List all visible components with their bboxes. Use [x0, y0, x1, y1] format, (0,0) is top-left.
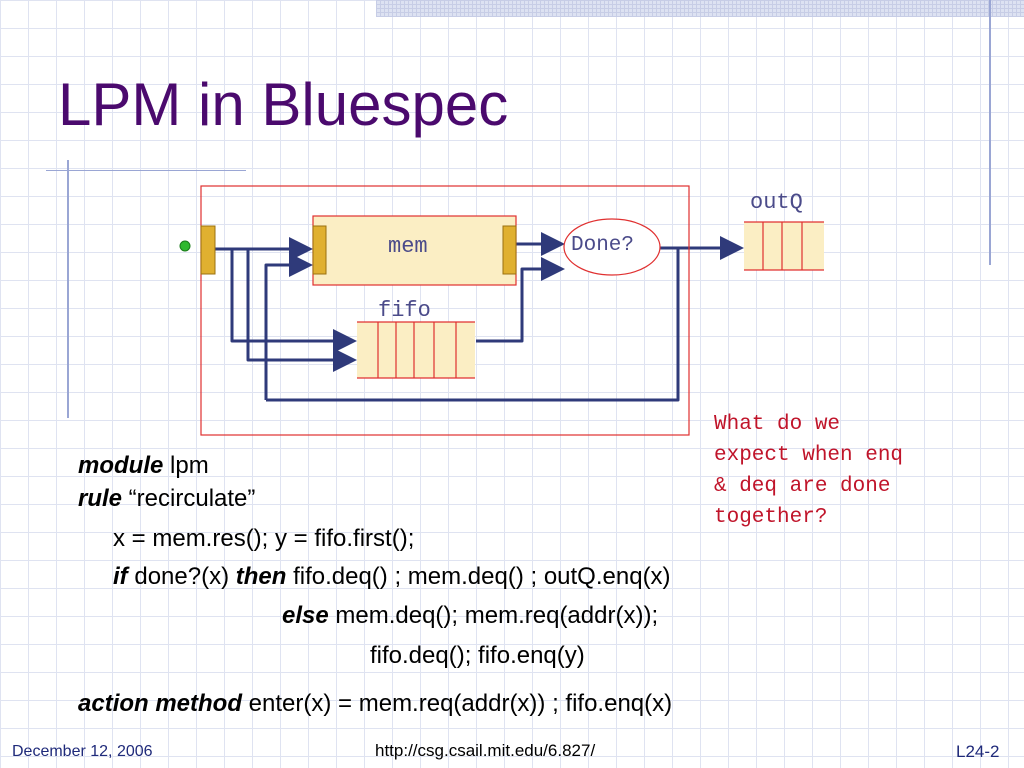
recirculate-to-mem-arrow — [246, 249, 357, 372]
input-indicator-dot — [179, 240, 191, 252]
keyword-else: else — [282, 602, 329, 629]
code-line-module: module lpm — [78, 452, 209, 480]
decorative-vertical-line-right — [989, 0, 991, 265]
code-line-if: if done?(x) then fifo.deq() ; mem.deq() … — [113, 563, 671, 591]
footer-page-number: L24-2 — [956, 742, 1000, 761]
footer-url-link[interactable]: http://csg.csail.mit.edu/6.827/ — [375, 741, 596, 760]
then-branch: fifo.deq() ; mem.deq() ; outQ.enq(x) — [286, 563, 671, 590]
enter-to-fifo-arrow — [230, 249, 357, 353]
question-annotation: What do we expect when enq & deq are don… — [714, 413, 904, 529]
module-name: lpm — [163, 452, 209, 479]
keyword-then: then — [235, 563, 287, 590]
decorative-header-band — [376, 0, 1024, 17]
module-boundary — [200, 185, 690, 436]
code-line-else: else mem.deq(); mem.req(addr(x)); — [282, 602, 658, 630]
rule-name: “recirculate” — [122, 485, 256, 512]
keyword-action-method: action method — [78, 690, 243, 717]
keyword-if: if — [113, 563, 128, 590]
fifo-label: fifo — [378, 298, 431, 323]
slide-title: LPM in Bluespec — [58, 71, 509, 138]
code-line-action-method: action method enter(x) = mem.req(addr(x)… — [78, 690, 672, 718]
enter-port — [200, 225, 216, 275]
code-line-else-cont: fifo.deq(); fifo.enq(y) — [370, 642, 585, 669]
outq-queue — [744, 221, 824, 271]
fifo-to-done-arrow — [476, 257, 565, 343]
mem-block — [312, 215, 517, 286]
footer-date: December 12, 2006 — [12, 743, 153, 760]
code-line-assign: x = mem.res(); y = fifo.first(); — [113, 525, 415, 552]
keyword-module: module — [78, 452, 164, 479]
outq-label: outQ — [750, 190, 803, 215]
mem-output-port — [502, 225, 517, 275]
decorative-vertical-line — [67, 160, 69, 418]
action-method-body: enter(x) = mem.req(addr(x)) ; fifo.enq(x… — [242, 690, 673, 717]
code-line-rule: rule “recirculate” — [78, 485, 255, 513]
feedback-to-fifo-arrow — [264, 253, 313, 400]
done-label: Done? — [571, 234, 635, 257]
done-feedback-line — [266, 246, 680, 402]
keyword-rule: rule — [78, 485, 123, 512]
mem-label: mem — [388, 234, 428, 259]
decorative-horizontal-line — [46, 170, 246, 171]
fifo-queue — [357, 321, 475, 379]
done-check — [563, 218, 661, 276]
else-branch: mem.deq(); mem.req(addr(x)); — [328, 602, 659, 629]
if-condition: done?(x) — [127, 563, 236, 590]
mem-input-port — [312, 225, 327, 275]
